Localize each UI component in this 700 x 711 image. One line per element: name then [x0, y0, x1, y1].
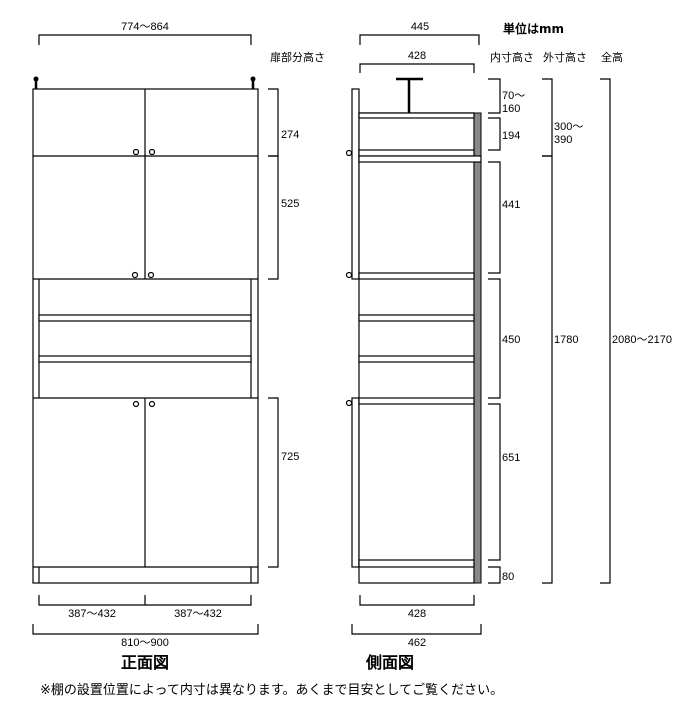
- total-height-label: 2080～2170: [612, 334, 672, 346]
- inner-height-label: 651: [502, 452, 520, 464]
- inner-height-header: 内寸高さ: [490, 50, 534, 64]
- door-height-label: 525: [281, 198, 299, 210]
- door-knob-icon: [131, 148, 156, 408]
- door-height-label: 274: [281, 129, 299, 141]
- shelf: [38, 314, 252, 322]
- total-height-header: 全高: [601, 50, 623, 64]
- inner-height-label: 194: [502, 130, 520, 142]
- cabinet-side-outline: [358, 112, 475, 584]
- depth-label: 428: [408, 608, 426, 620]
- outer-height-label: 390: [554, 134, 572, 146]
- footnote: ※棚の設置位置によって内寸は異なります。あくまで目安としてご覧ください。: [40, 682, 503, 698]
- depth-label: 462: [408, 637, 426, 649]
- front-view-title: 正面図: [121, 653, 169, 672]
- outer-height-header: 外寸高さ: [543, 50, 587, 64]
- door-height-header: 扉部分高さ: [270, 50, 325, 64]
- door-knob-icon: [345, 149, 353, 157]
- tension-rod-icon: [33, 76, 256, 89]
- depth-label: 445: [411, 21, 429, 33]
- shelf: [38, 355, 252, 363]
- inner-width-label: 387～432: [174, 608, 222, 620]
- front-view: 774～864 扉部分高さ 274: [32, 21, 325, 672]
- side-view-title: 側面図: [365, 653, 414, 672]
- top-width-label: 774～864: [121, 21, 169, 33]
- top-width-bracket: [38, 34, 252, 45]
- tension-rod-icon: [396, 77, 423, 113]
- side-view: 単位はmm 445 428 内寸高さ 外寸高さ 全高: [345, 21, 672, 672]
- inner-height-label: 441: [502, 199, 520, 211]
- inner-height-label: 160: [502, 103, 520, 115]
- inner-height-label: 70～: [502, 90, 525, 102]
- door-knob-icon: [345, 271, 353, 279]
- inner-width-label: 387～432: [68, 608, 116, 620]
- back-panel: [473, 112, 482, 584]
- outer-width-label: 810～900: [121, 637, 169, 649]
- door-height-label: 725: [281, 451, 299, 463]
- inner-height-label: 80: [502, 571, 514, 583]
- depth-label: 428: [408, 50, 426, 62]
- outer-height-label: 300～: [554, 121, 583, 133]
- door-knob-icon: [345, 399, 353, 407]
- units-label: 単位はmm: [503, 21, 564, 36]
- inner-height-label: 450: [502, 334, 520, 346]
- outer-height-label: 1780: [554, 334, 578, 346]
